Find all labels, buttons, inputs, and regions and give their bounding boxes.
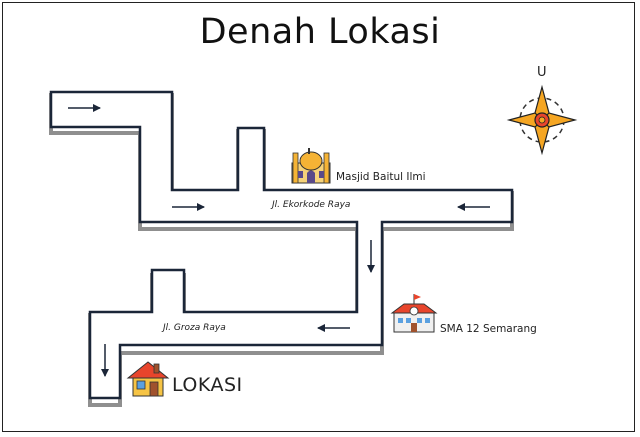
- street-label-ekorkode: Jl. Ekorkode Raya: [272, 200, 351, 210]
- street-label-groza: Jl. Groza Raya: [163, 323, 226, 333]
- house-icon: [126, 361, 170, 397]
- compass-icon: [506, 84, 578, 156]
- map-title: Denah Lokasi: [199, 12, 441, 52]
- mosque-icon: [291, 148, 331, 184]
- north-label: U: [537, 65, 547, 80]
- school-label: SMA 12 Semarang: [440, 323, 537, 335]
- location-label: LOKASI: [172, 374, 243, 396]
- mosque-label: Masjid Baitul Ilmi: [336, 171, 426, 183]
- upper-road: [49, 90, 514, 407]
- school-icon: [390, 294, 438, 333]
